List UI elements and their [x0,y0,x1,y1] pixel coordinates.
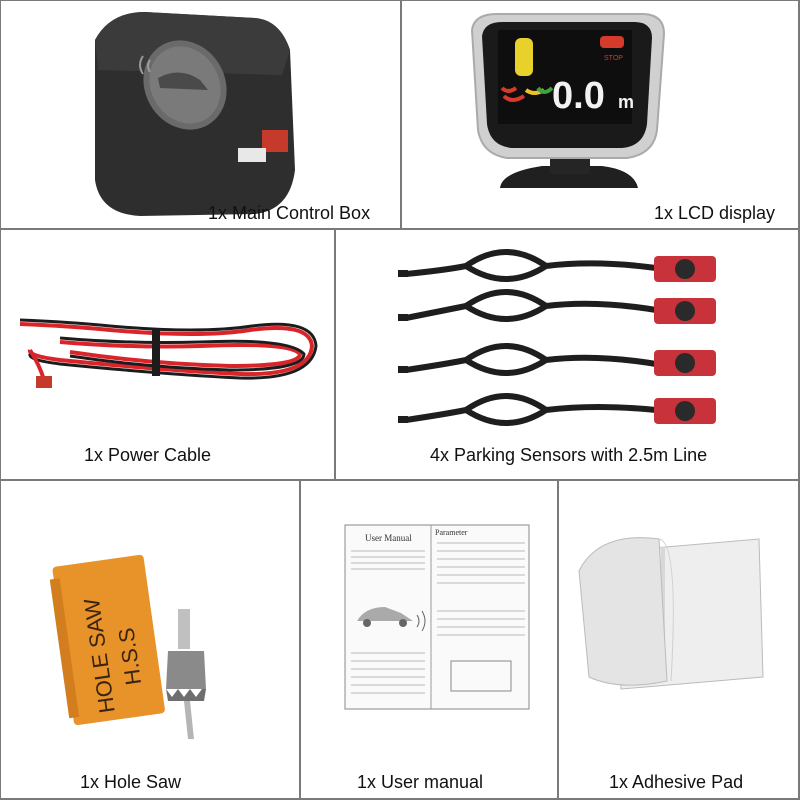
control-box-image [95,12,295,216]
panel-adhesive: 1x Adhesive Pad [559,481,798,798]
lcd-display-caption: 1x LCD display [654,203,776,223]
panel-sensors: 4x Parking Sensors with 2.5m Line [336,230,798,479]
hole-saw-image: HOLE SAW H.S.S [49,554,206,739]
control-box-caption: 1x Main Control Box [208,203,371,223]
adhesive-pad-image [578,537,764,690]
divider [400,0,402,229]
panel-control-box: 1x Main Control Box [0,0,400,229]
lcd-unit: m [618,92,634,112]
divider [0,0,1,800]
lcd-display-image: STOP 0.0 m [470,13,666,188]
panel-lcd-display: STOP 0.0 m 1x LCD display [402,0,798,229]
manual-side-title: Parameter [435,528,468,537]
panel-power-cable: 1x Power Cable [0,230,334,479]
divider [798,0,800,800]
manual-caption: 1x User manual [357,772,484,792]
manual-image: User Manual Parameter [344,524,530,710]
power-cable-image [19,318,318,388]
power-cable-caption: 1x Power Cable [84,445,212,465]
lcd-stop-label: STOP [604,55,623,62]
sensors-caption: 4x Parking Sensors with 2.5m Line [430,445,708,465]
lcd-readout: 0.0 [552,75,605,117]
sensor-unit [398,289,716,324]
sensor-unit [398,343,716,376]
divider [0,479,800,481]
hole-saw-caption: 1x Hole Saw [80,772,182,792]
panel-hole-saw: HOLE SAW H.S.S 1x Hole Saw [0,481,299,798]
divider [0,228,800,230]
adhesive-caption: 1x Adhesive Pad [609,772,744,792]
divider [557,480,559,800]
manual-title: User Manual [365,533,412,543]
panel-manual: User Manual Parameter 1x User manual [301,481,557,798]
sensor-unit [398,393,716,426]
divider [0,798,800,800]
sensor-unit [398,249,716,282]
sensors-image [398,249,716,426]
divider [334,229,336,480]
divider [299,480,301,800]
